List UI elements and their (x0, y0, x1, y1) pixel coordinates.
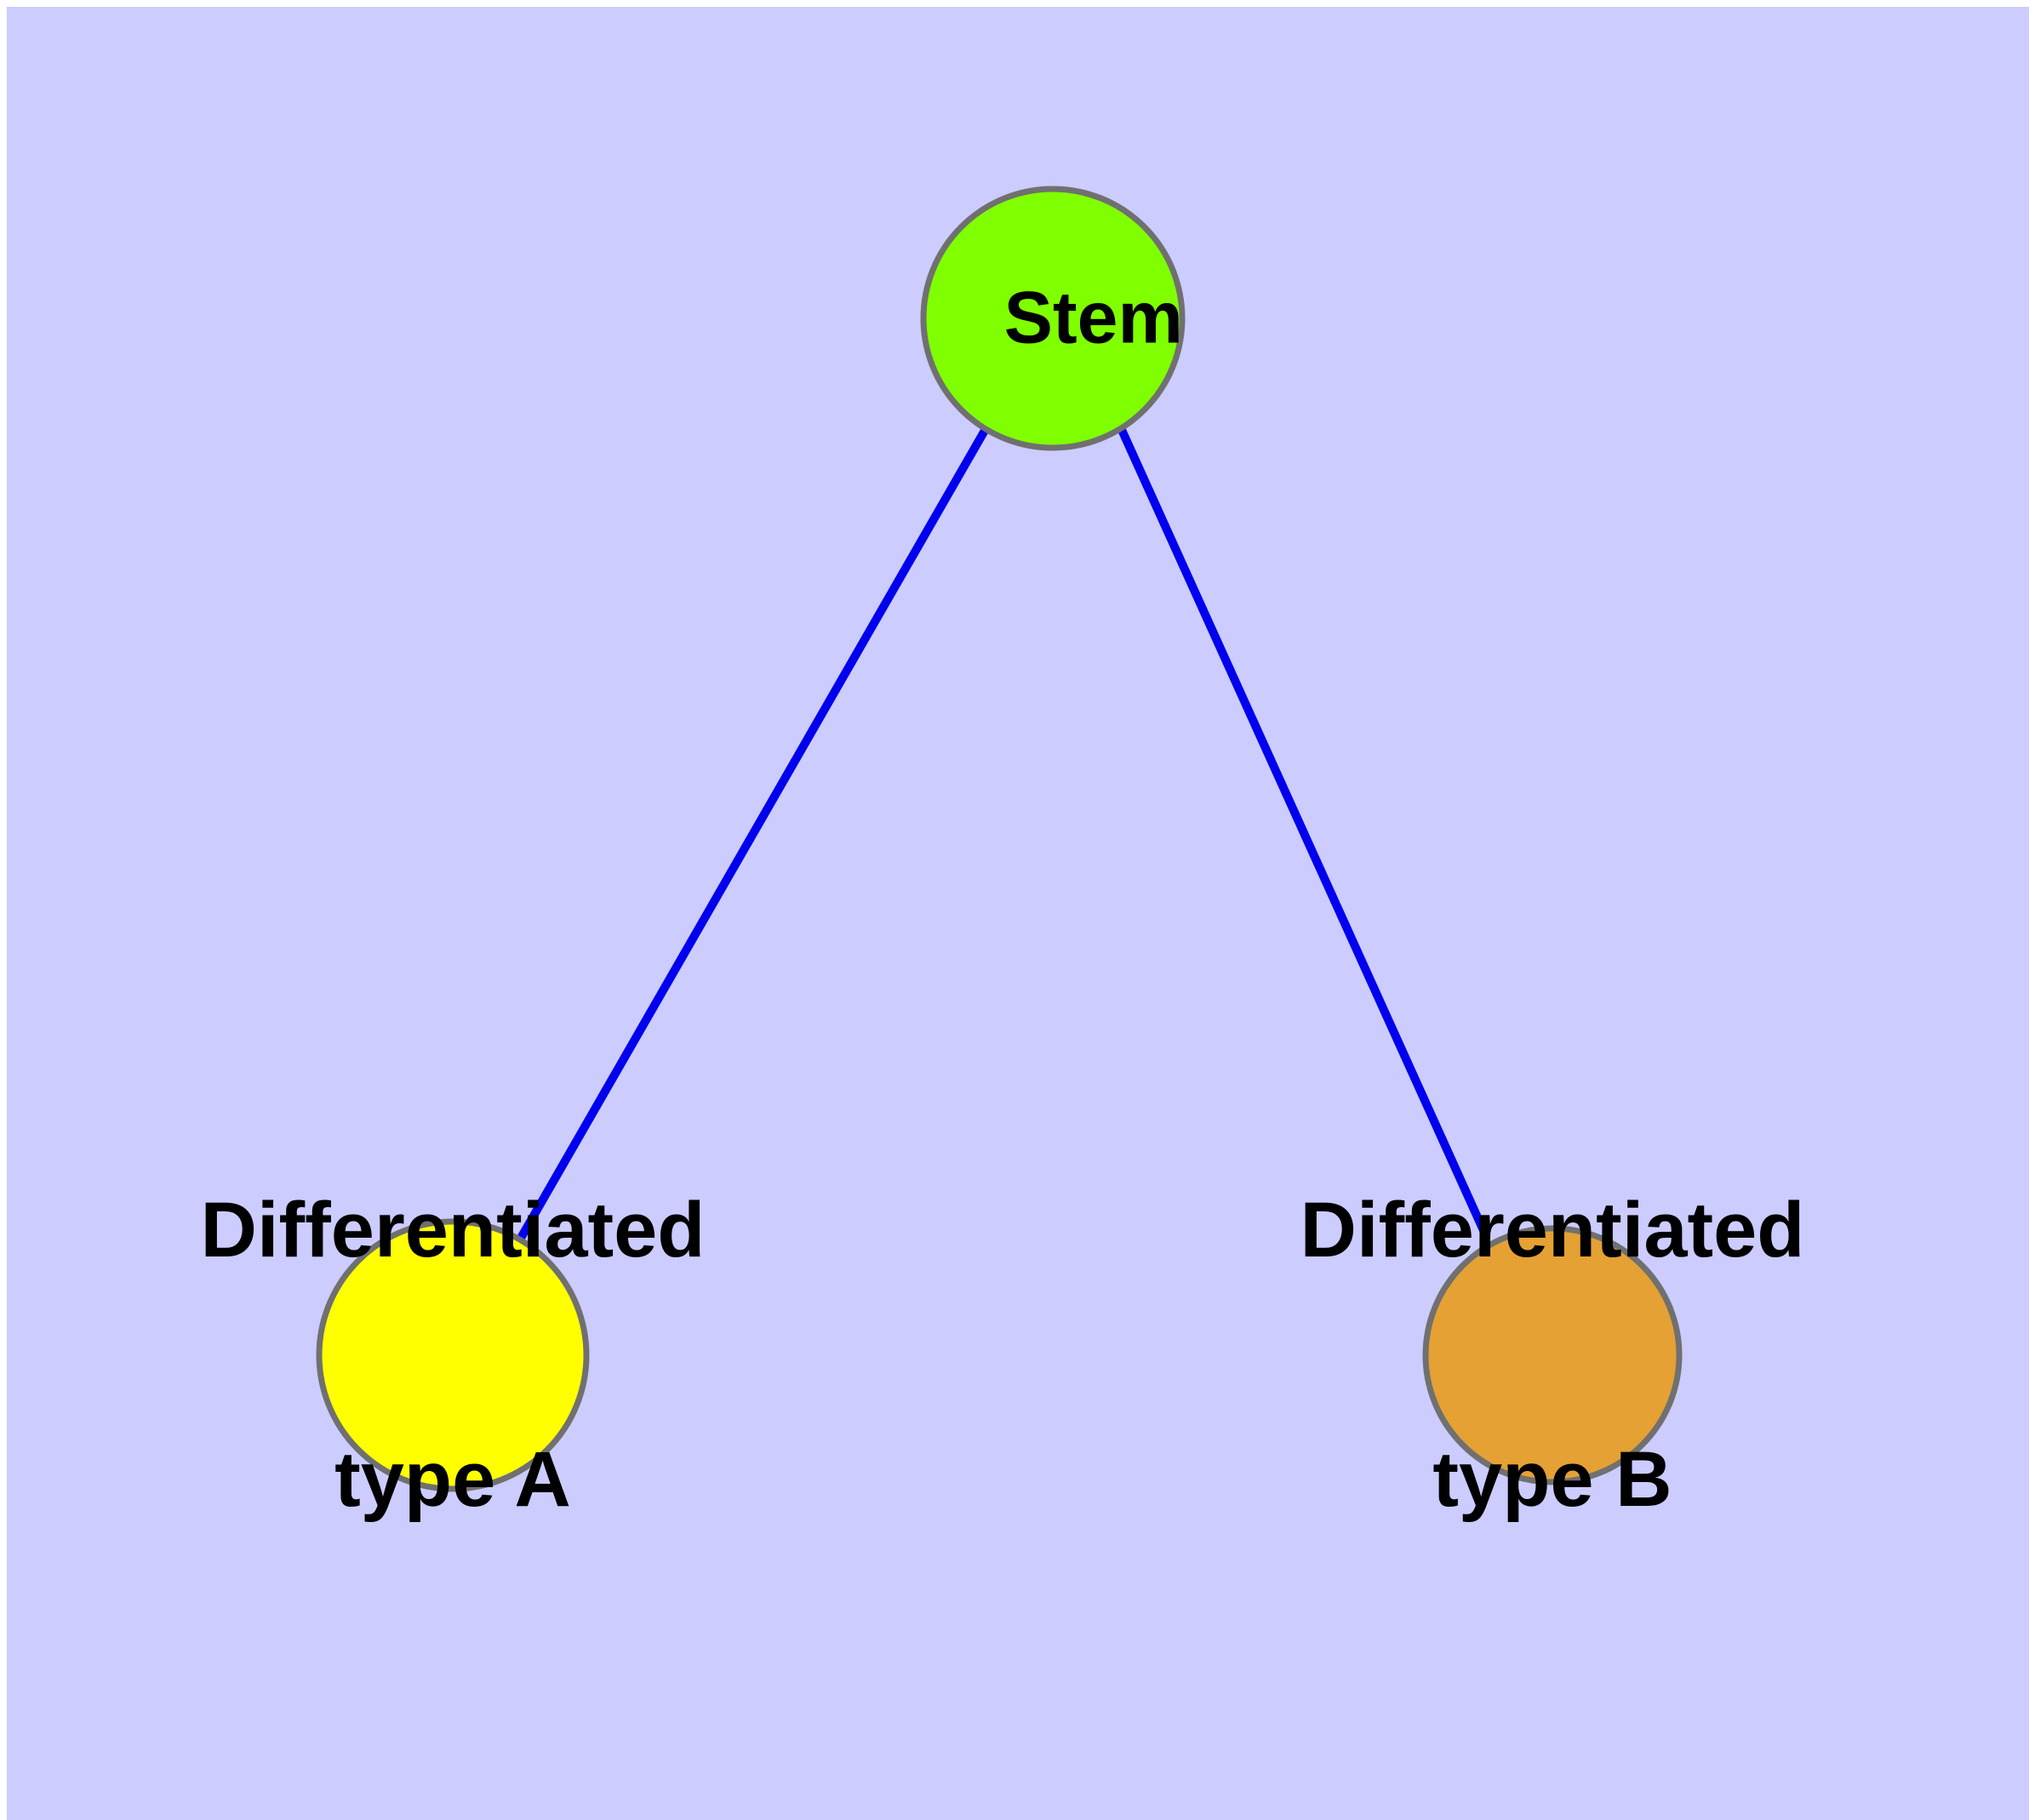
node-type-a-circle[interactable] (316, 1218, 590, 1492)
edge-stem-to-type-b (1117, 427, 1490, 1239)
edge-stem-to-type-a (516, 426, 990, 1242)
node-stem-circle[interactable] (920, 186, 1186, 451)
node-type-b-circle[interactable] (1422, 1225, 1683, 1485)
